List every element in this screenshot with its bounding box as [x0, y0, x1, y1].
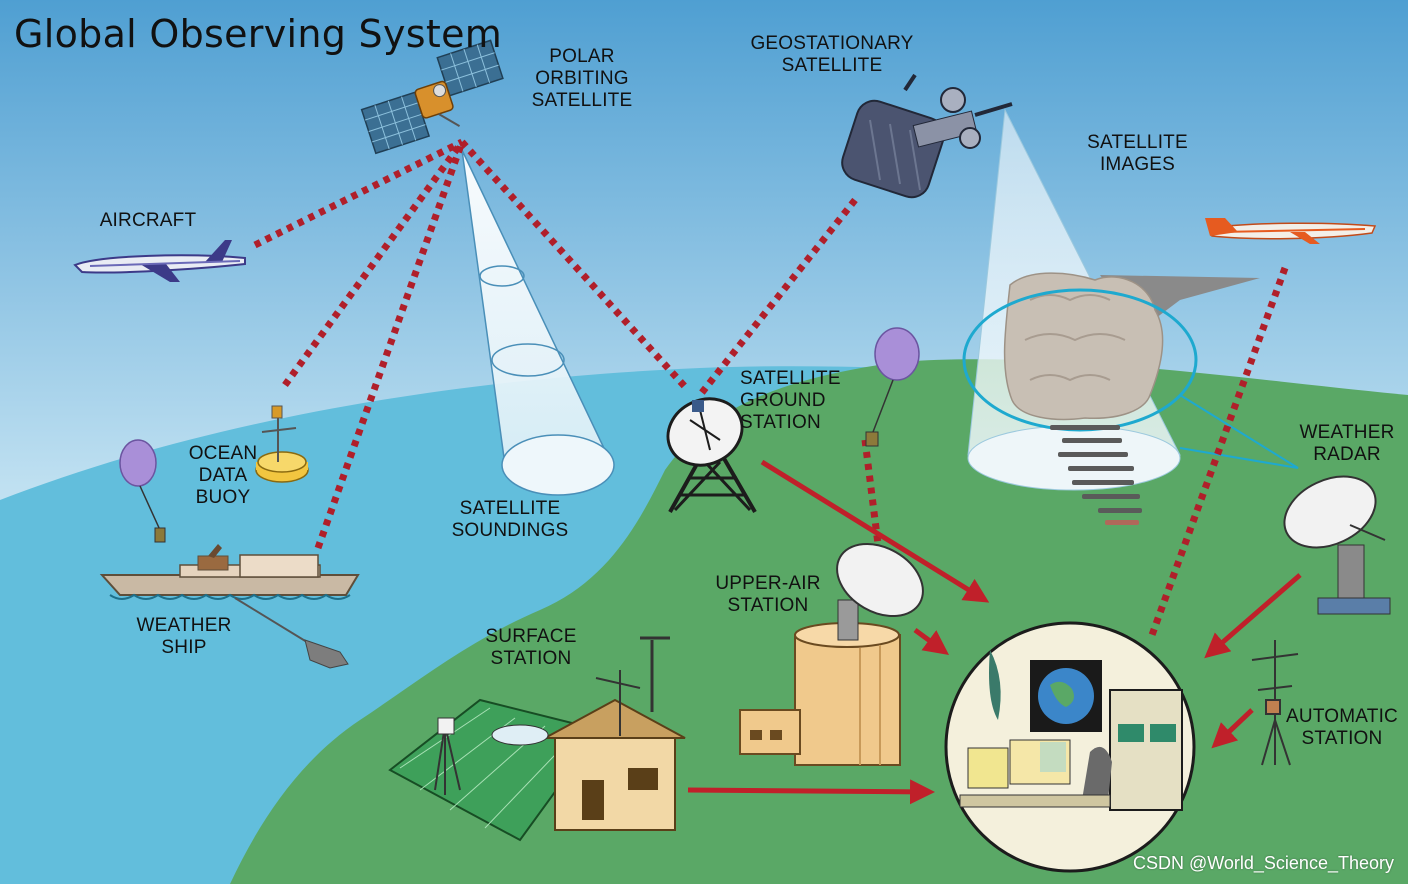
diagram-title: Global Observing System [14, 12, 503, 56]
label-weather-ship: WEATHER SHIP [136, 615, 232, 658]
upper-air-station [739, 542, 924, 766]
weather-balloon-ship [119, 439, 166, 543]
label-satellite-ground-station: SATELLITE GROUND STATION [740, 368, 841, 433]
label-satellite-soundings: SATELLITE SOUNDINGS [451, 498, 569, 541]
automatic-station [1251, 640, 1299, 766]
weather-balloon-upper-air [865, 327, 920, 447]
label-upper-air-station: UPPER-AIR STATION [715, 573, 821, 616]
satellite-soundings-cone [461, 149, 615, 496]
label-aircraft: AIRCRAFT [99, 210, 197, 231]
aircraft-right [1205, 218, 1377, 244]
polar-satellite [360, 39, 504, 155]
label-weather-radar: WEATHER RADAR [1299, 422, 1395, 465]
storm-cloud [962, 272, 1299, 525]
dotted-links [253, 138, 1289, 637]
data-flow-arrows [687, 459, 1302, 805]
label-satellite-images: SATELLITE IMAGES [1087, 132, 1188, 175]
ocean-buoy [255, 405, 309, 483]
watermark: CSDN @World_Science_Theory [1132, 853, 1394, 873]
label-geostationary-satellite: GEOSTATIONARY SATELLITE [750, 33, 914, 76]
surface-station [388, 636, 686, 842]
aircraft-left [73, 240, 246, 282]
label-polar-satellite: POLAR ORBITING SATELLITE [531, 46, 633, 111]
geostationary-satellite [841, 73, 1013, 199]
forecast-centre [944, 621, 1196, 873]
weather-ship [99, 544, 360, 669]
label-automatic-station: AUTOMATIC STATION [1286, 706, 1398, 749]
label-ocean-data-buoy: OCEAN DATA BUOY [188, 443, 258, 508]
weather-radar [1283, 475, 1391, 615]
ground-station [666, 397, 757, 514]
label-surface-station: SURFACE STATION [485, 626, 577, 669]
